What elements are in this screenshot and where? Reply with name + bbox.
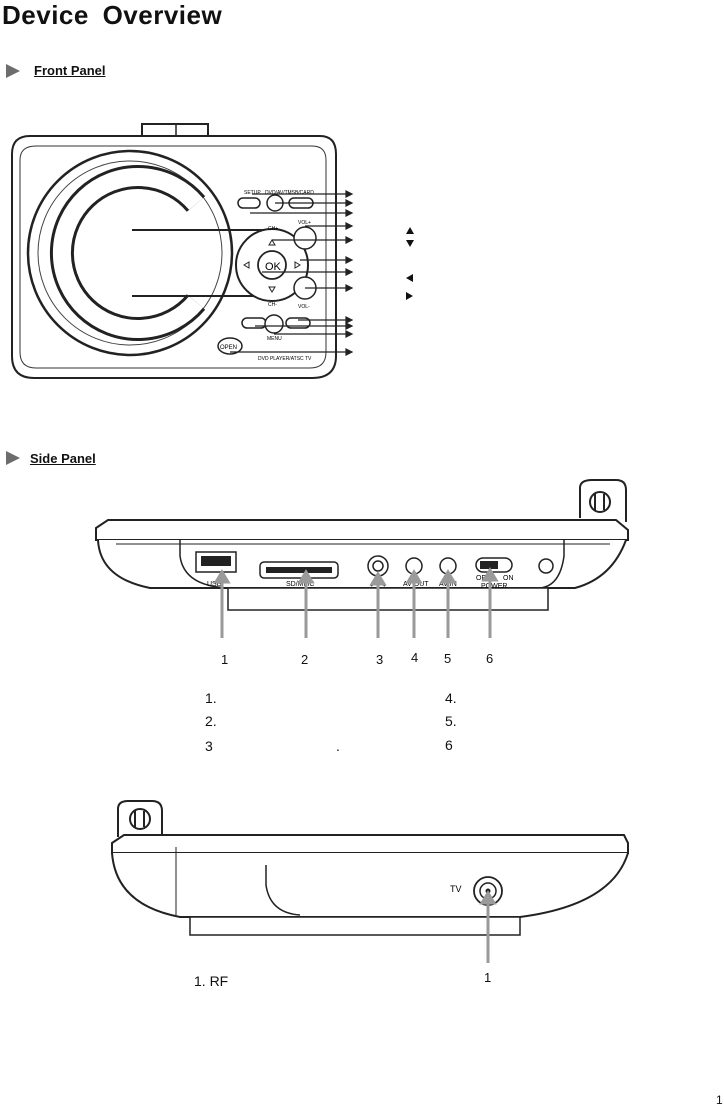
callout-number: 1 <box>484 970 492 985</box>
svg-text:ON: ON <box>503 575 514 582</box>
svg-text:SD/MMC: SD/MMC <box>286 581 314 588</box>
legend-item: 3 <box>205 738 213 754</box>
page-number: 1 <box>716 1093 723 1107</box>
callout-number: 2 <box>301 652 309 667</box>
front-panel-heading: Front Panel <box>34 63 106 78</box>
section-bullet-icon <box>6 64 20 78</box>
svg-text:CH+: CH+ <box>268 226 278 232</box>
svg-text:DVD PLAYER/ATSC TV: DVD PLAYER/ATSC TV <box>258 356 312 362</box>
svg-text:POWER: POWER <box>481 583 507 590</box>
svg-text:CH-: CH- <box>268 302 277 308</box>
page-title: Device Overview <box>2 0 223 30</box>
callout-arrows <box>213 567 499 638</box>
callout-number: 4 <box>411 650 419 665</box>
callout-lines <box>230 190 354 356</box>
down-arrow-icon <box>406 240 414 247</box>
legend-dot: . <box>336 738 340 754</box>
usbcard-label: USB/CARD <box>288 190 314 196</box>
svg-text:OFF: OFF <box>476 575 490 582</box>
legend-item: 5. <box>445 713 457 729</box>
front-panel-diagram: SETUP DVD/AV/TV USB/CARD OK CH+ CH- VOL+… <box>11 123 414 379</box>
legend-item: 2. <box>205 713 217 729</box>
right-arrow-icon <box>406 292 413 300</box>
side-panel-heading: Side Panel <box>30 451 96 466</box>
svg-text:USB: USB <box>207 581 222 588</box>
svg-text:TV: TV <box>450 884 462 894</box>
left-arrow-icon <box>406 274 413 282</box>
section-bullet-icon <box>6 451 20 465</box>
callout-number: 1 <box>221 652 229 667</box>
disc-lid <box>26 149 234 357</box>
callout-number: 3 <box>376 652 384 667</box>
legend-item: 1. RF <box>194 973 229 989</box>
svg-text:VOL+: VOL+ <box>298 220 311 226</box>
legend-item: 6 <box>445 737 453 753</box>
svg-text:AV OUT: AV OUT <box>403 581 429 588</box>
open-button <box>217 337 243 355</box>
mode-label: DVD/AV/TV <box>265 190 292 196</box>
callout-number: 6 <box>486 651 494 666</box>
setup-label: SETUP <box>244 190 261 196</box>
rear-panel-diagram: TV <box>111 800 629 963</box>
legend-item: 1. <box>205 690 217 706</box>
side-panel-diagram: USB SD/MMC AV OUT AV IN OFF ON POWER <box>95 479 629 638</box>
legend-item: 4. <box>445 690 457 706</box>
svg-text:OPEN: OPEN <box>220 345 237 351</box>
svg-text:VOL-: VOL- <box>298 304 310 310</box>
up-arrow-icon <box>406 227 414 234</box>
callout-number: 5 <box>444 651 452 666</box>
ok-label: OK <box>265 261 282 273</box>
svg-text:MENU: MENU <box>267 336 282 342</box>
vol-plus-button <box>293 226 317 250</box>
